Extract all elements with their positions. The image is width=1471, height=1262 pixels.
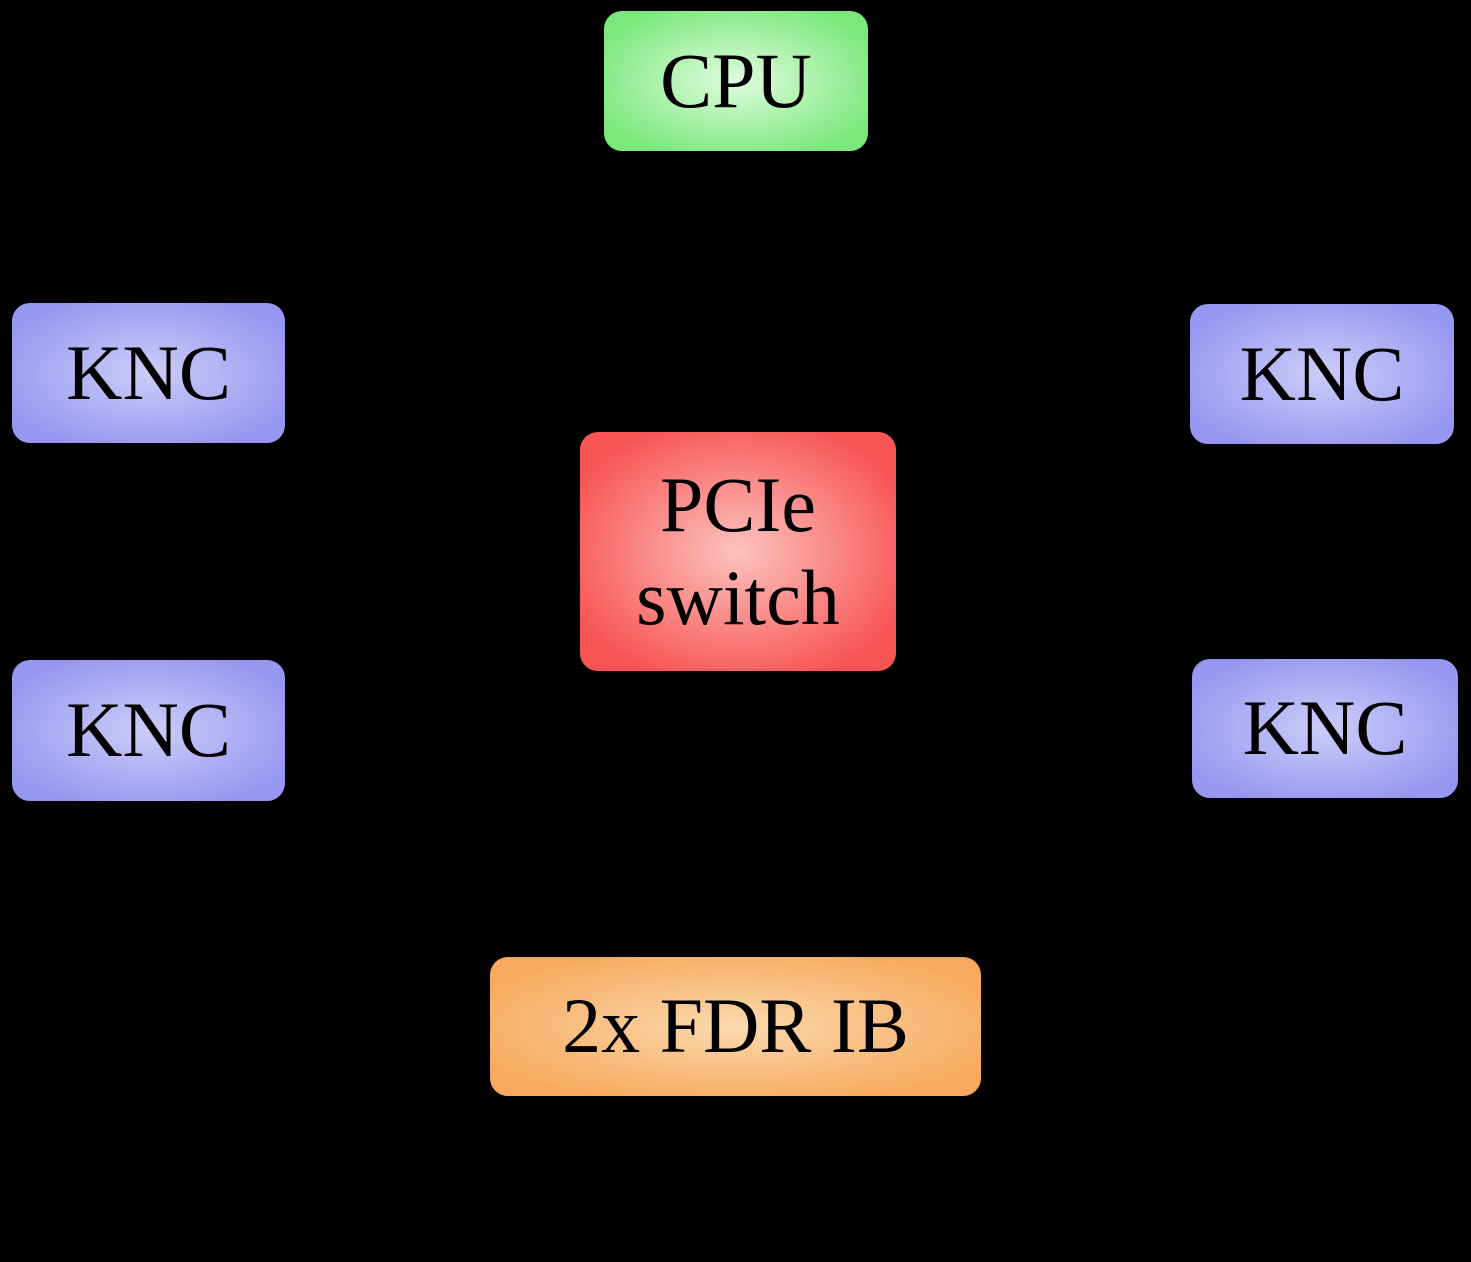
node-knc-bottom-right-label: KNC	[1242, 684, 1408, 772]
node-pcie-switch: PCIe switch	[578, 430, 898, 673]
node-knc-top-left-label: KNC	[66, 328, 231, 416]
node-cpu: CPU	[602, 9, 870, 153]
node-fdr-ib-label: 2x FDR IB	[562, 982, 909, 1070]
node-knc-top-right-label: KNC	[1239, 329, 1405, 417]
node-pcie-switch-label-line2: switch	[636, 553, 840, 641]
node-fdr-ib: 2x FDR IB	[488, 955, 983, 1098]
node-knc-bottom-left: KNC	[10, 658, 287, 803]
node-pcie-switch-label-line1: PCIe	[660, 461, 816, 549]
node-knc-top-left: KNC	[10, 301, 287, 445]
node-cpu-label: CPU	[660, 36, 812, 124]
node-knc-top-right: KNC	[1188, 302, 1456, 446]
node-knc-bottom-left-label: KNC	[66, 686, 231, 774]
node-knc-bottom-right: KNC	[1190, 657, 1460, 800]
